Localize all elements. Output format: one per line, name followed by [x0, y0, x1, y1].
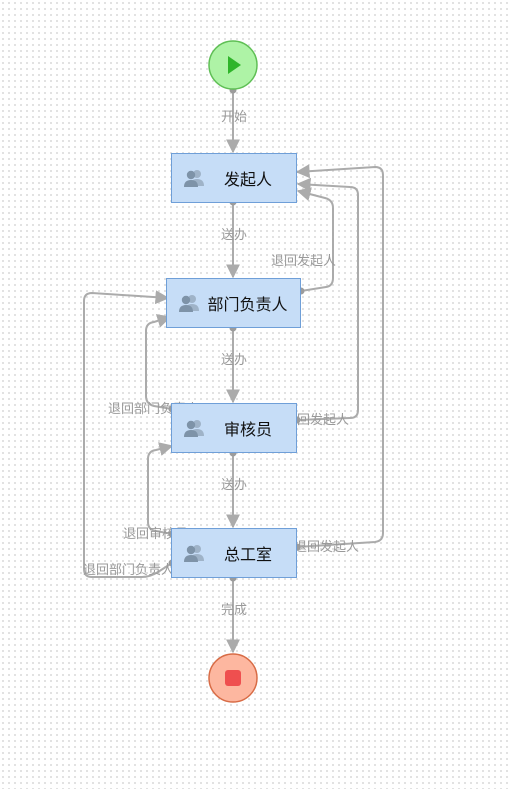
end-node[interactable]	[208, 653, 258, 703]
edge-label-send2: 送办	[221, 353, 247, 368]
node-label: 部门负责人	[207, 295, 288, 314]
connector-back-dept-from-reviewer[interactable]	[145, 314, 173, 410]
users-icon	[179, 295, 199, 312]
node-label: 总工室	[223, 545, 272, 564]
edge-label-back-initiator-from-dept: 退回发起人	[271, 253, 336, 269]
connector-back-reviewer-from-office[interactable]	[147, 442, 174, 535]
edge-label-back-initiator-from-reviewer: 退回发起人	[284, 412, 349, 428]
node-dept-head[interactable]: 部门负责人	[166, 278, 301, 328]
edge-label-send1: 送办	[221, 228, 247, 243]
edge-label-start: 开始	[221, 110, 247, 125]
edge-label-send3: 送办	[221, 478, 247, 493]
edge-label-back-dept-from-office: 退回部门负责人	[83, 563, 174, 578]
stop-icon	[225, 670, 241, 686]
connector-back-initiator-from-office[interactable]	[295, 164, 384, 548]
node-initiator[interactable]: 发起人	[171, 153, 297, 203]
users-icon	[184, 420, 204, 437]
node-label: 发起人	[223, 170, 272, 189]
start-node[interactable]	[208, 40, 258, 90]
node-label: 审核员	[223, 420, 272, 439]
edge-label-complete: 完成	[221, 603, 247, 618]
users-icon	[184, 545, 204, 562]
connector-back-initiator-from-dept[interactable]	[296, 187, 334, 292]
connector-back-dept-from-office[interactable]	[83, 290, 173, 578]
users-icon	[184, 170, 204, 187]
node-reviewer[interactable]: 审核员	[171, 403, 297, 453]
edge-label-back-initiator-from-office: 退回发起人	[294, 539, 359, 555]
play-icon	[228, 56, 241, 74]
node-general-office[interactable]: 总工室	[171, 528, 297, 578]
connector-back-initiator-from-reviewer[interactable]	[296, 177, 359, 421]
